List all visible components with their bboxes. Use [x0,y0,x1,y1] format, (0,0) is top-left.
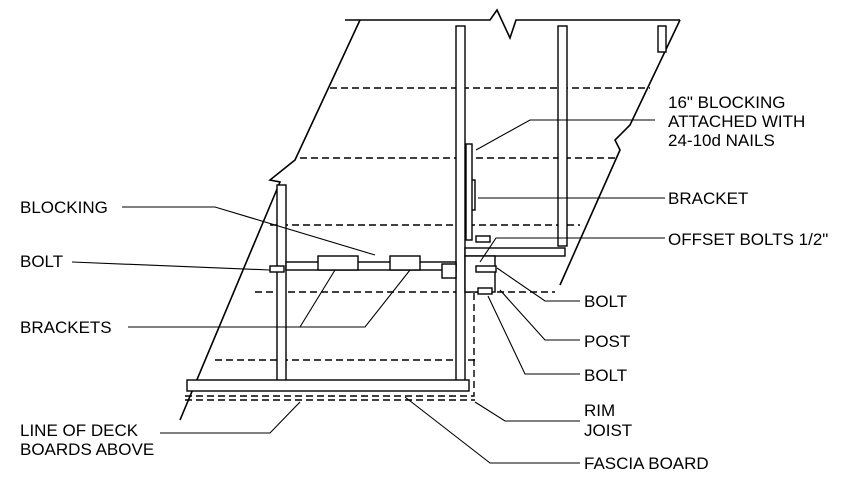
rim-joist [186,379,470,392]
label-16-blocking-3: 24-10d NAILS [668,131,775,150]
leaders [71,119,665,464]
blocking-16 [465,143,473,241]
label-rim-1: RIM [584,401,615,420]
blocking-beam [285,261,457,271]
label-blocking: BLOCKING [20,198,108,217]
label-post: POST [584,332,630,351]
label-bolt-right-lower: BOLT [584,366,627,385]
right-break-edge [559,19,681,286]
label-line-of-deck-1: LINE OF DECK [20,421,139,440]
label-brackets: BRACKETS [20,318,112,337]
brackets [317,255,457,279]
top-break-line [345,8,680,41]
left-break-edge [179,19,361,421]
bolts [269,235,497,295]
label-bolt-left: BOLT [20,252,63,271]
label-16-blocking-1: 16" BLOCKING [668,93,786,112]
label-bracket: BRACKET [668,189,748,208]
offset-blocking [464,247,566,257]
label-16-blocking-2: ATTACHED WITH [668,112,805,131]
label-bolt-right-upper: BOLT [584,292,627,311]
label-rim-2: JOIST [584,421,632,440]
label-offset-bolts: OFFSET BOLTS 1/2" [668,230,828,249]
label-fascia-board: FASCIA BOARD [584,454,709,473]
fascia-board-line [185,290,475,397]
label-line-of-deck-2: BOARDS ABOVE [20,440,154,459]
